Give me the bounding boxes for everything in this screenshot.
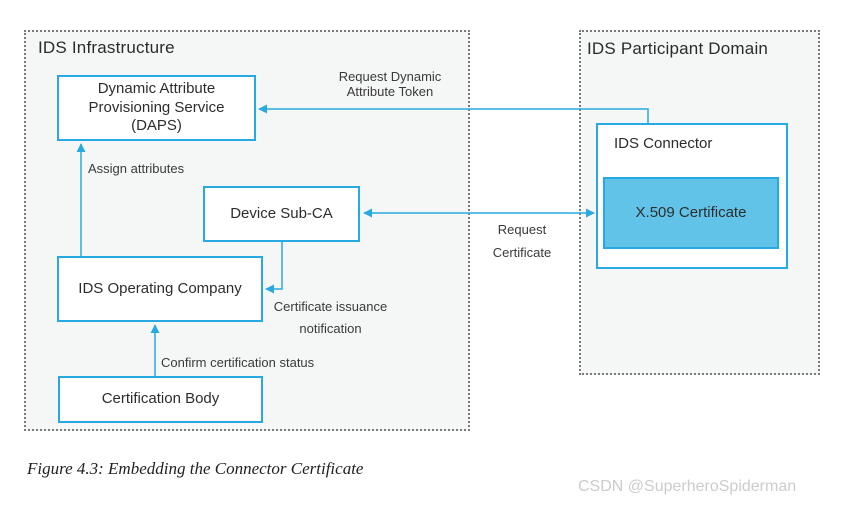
- node-certification-body: Certification Body: [58, 376, 263, 423]
- edge-label-request-dynamic-attribute-token: Request Dynamic Attribute Token: [338, 69, 442, 99]
- node-x509-certificate-label: X.509 Certificate: [635, 203, 747, 221]
- edge-label-request-certificate: Request Certificate: [492, 222, 552, 261]
- figure-caption: Figure 4.3: Embedding the Connector Cert…: [27, 459, 364, 478]
- panel-title-ids-infrastructure: IDS Infrastructure: [38, 38, 175, 57]
- edge-label-confirm-certification-status: Confirm certification status: [161, 355, 315, 370]
- node-certification-body-label: Certification Body: [101, 390, 220, 408]
- node-device-sub-ca: Device Sub-CA: [203, 186, 360, 242]
- node-device-sub-ca-label: Device Sub-CA: [230, 204, 333, 222]
- edge-label-certificate-issuance-notification: Certificate issuance notification: [273, 299, 388, 337]
- watermark-text: CSDN @SuperheroSpiderman: [578, 478, 797, 495]
- node-daps: Dynamic Attribute Provisioning Service (…: [57, 75, 256, 141]
- edge-label-assign-attributes: Assign attributes: [88, 161, 185, 176]
- node-x509-certificate: X.509 Certificate: [603, 177, 779, 249]
- node-ids-operating-company: IDS Operating Company: [57, 256, 263, 322]
- node-ids-connector-label: IDS Connector: [614, 135, 713, 152]
- node-daps-label: Dynamic Attribute Provisioning Service (…: [88, 79, 225, 135]
- node-ids-operating-company-label: IDS Operating Company: [78, 279, 242, 297]
- panel-title-ids-participant-domain: IDS Participant Domain: [587, 39, 769, 58]
